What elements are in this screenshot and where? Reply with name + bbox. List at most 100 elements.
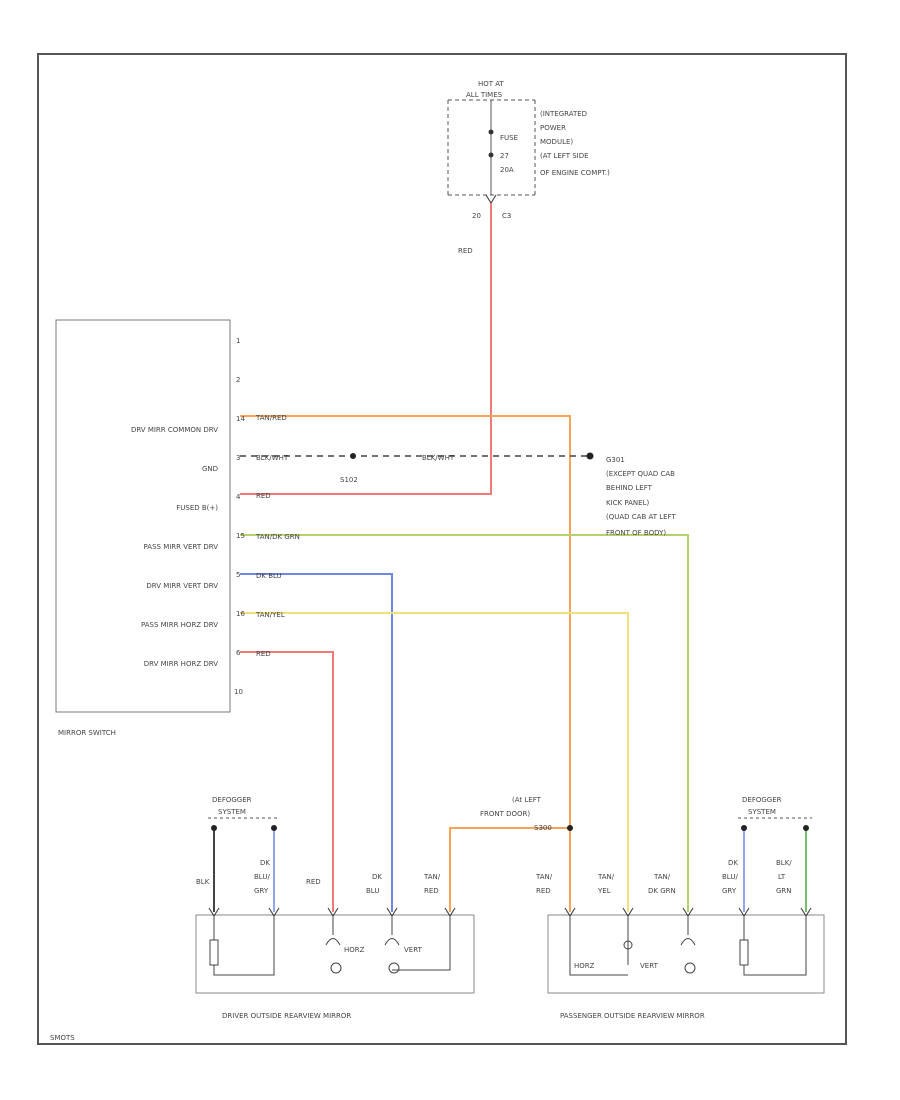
door-splice-name: S300 xyxy=(534,824,552,832)
switch-pin-14: 14 xyxy=(236,415,245,423)
driver-mirror-title: DRIVER OUTSIDE REARVIEW MIRROR xyxy=(222,1012,351,1020)
driver-heater-loop xyxy=(213,916,275,976)
fuse-number: 27 xyxy=(500,152,509,160)
passenger-defogger-label-2: SYSTEM xyxy=(748,808,776,816)
switch-label-gnd: GND xyxy=(202,465,218,473)
switch-wire-red-horz: RED xyxy=(256,650,271,658)
switch-pin-15: 15 xyxy=(236,532,245,540)
passenger-defogger-dot-2 xyxy=(803,825,809,831)
ipm-wire-color: RED xyxy=(458,247,473,255)
ground-labels: S102 BLK/WHT G301 (EXCEPT QUAD CAB BEHIN… xyxy=(340,454,676,537)
switch-wire-tan-red: TAN/RED xyxy=(255,414,287,422)
switch-label-drv-common: DRV MIRR COMMON DRV xyxy=(131,426,218,434)
driver-wire-4b: BLU xyxy=(366,887,379,895)
fuse-name: FUSE xyxy=(500,134,518,142)
switch-pin-10: 10 xyxy=(234,688,243,696)
ground-wire-label-2: BLK/WHT xyxy=(422,454,455,462)
wire-fused-battery xyxy=(240,203,492,495)
passenger-mirror-box xyxy=(547,914,825,994)
wire-pass-mirr-vert xyxy=(240,534,689,912)
passenger-wire-4b: BLU/ xyxy=(722,873,738,881)
driver-defogger-dot-2 xyxy=(271,825,277,831)
passenger-mirror: DEFOGGER SYSTEM TAN/ RED TAN/ YEL TAN/ D… xyxy=(535,796,825,1020)
switch-wire-tan-dkgrn: TAN/DK GRN xyxy=(255,533,300,541)
driver-wire-2c: GRY xyxy=(254,887,269,895)
switch-label-pass-horz: PASS MIRR HORZ DRV xyxy=(141,621,218,629)
passenger-wire-3a: TAN/ xyxy=(653,873,671,881)
switch-label-fused-b: FUSED B(+) xyxy=(176,504,218,512)
passenger-horz-label: HORZ xyxy=(574,962,595,970)
ground-splice-dot xyxy=(350,453,356,459)
ipm-label-4: (AT LEFT SIDE xyxy=(540,152,589,160)
passenger-defogger-label-1: DEFOGGER xyxy=(742,796,782,804)
ground-point-dot xyxy=(586,452,594,460)
ground-label-2: (EXCEPT QUAD CAB xyxy=(606,470,675,478)
passenger-vert-motor-contact xyxy=(680,938,696,946)
mirror-switch: 1 2 14 3 4 15 5 16 6 10 DRV MIRR COMMON … xyxy=(55,319,300,737)
driver-defogger-dot-1 xyxy=(211,825,217,831)
ipm-label-5: OF ENGINE COMPT.) xyxy=(540,169,610,177)
ipm-label-2: POWER xyxy=(540,124,566,132)
hot-at-line2: ALL TIMES xyxy=(466,91,503,99)
driver-horz-motor-contact xyxy=(325,938,341,946)
door-label-1: (At LEFT xyxy=(512,796,542,804)
passenger-wire-1b: RED xyxy=(536,887,551,895)
ground-splice-label: S102 xyxy=(340,476,358,484)
switch-pin-4: 4 xyxy=(236,493,241,501)
ground-label-1: G301 xyxy=(606,456,625,464)
passenger-wire-2b: YEL xyxy=(597,887,611,895)
passenger-wire-1a: TAN/ xyxy=(535,873,553,881)
wire-driver-common-branch xyxy=(449,827,570,912)
hot-at-line1: HOT AT xyxy=(478,80,505,88)
driver-defogger-label-1: DEFOGGER xyxy=(212,796,252,804)
driver-vert-motor-contact xyxy=(384,938,400,946)
switch-wire-blk-wht: BLK/WHT xyxy=(256,454,289,462)
passenger-wire-3b: DK GRN xyxy=(648,887,676,895)
power-source: HOT AT ALL TIMES FUSE 27 20A (INTEGRATED… xyxy=(447,80,610,255)
driver-mirror-box xyxy=(195,914,475,994)
fuse-rating: 20A xyxy=(500,166,514,174)
ground-label-5: (QUAD CAB AT LEFT xyxy=(606,513,676,521)
switch-label-pass-vert: PASS MIRR VERT DRV xyxy=(144,543,219,551)
passenger-wire-5a: BLK/ xyxy=(776,859,792,867)
driver-defogger-label-2: SYSTEM xyxy=(218,808,246,816)
switch-pin-16: 16 xyxy=(236,610,245,618)
ipm-connector-name: C3 xyxy=(502,212,511,220)
passenger-wire-5c: GRN xyxy=(776,887,792,895)
switch-wire-tan-yel: TAN/YEL xyxy=(255,611,285,619)
driver-mirror: DEFOGGER SYSTEM BLK DK BLU/ GRY RED DK B… xyxy=(195,796,475,1020)
wire-drv-mirr-horz xyxy=(240,651,334,912)
ground-label-4: KICK PANEL) xyxy=(606,499,649,507)
ipm-label-3: MODULE) xyxy=(540,138,573,146)
door-splice-dot xyxy=(567,825,573,831)
fuse-terminal-bottom xyxy=(488,152,494,158)
driver-wire-5b: RED xyxy=(424,887,439,895)
passenger-mirror-title: PASSENGER OUTSIDE REARVIEW MIRROR xyxy=(560,1012,705,1020)
driver-wire-2b: BLU/ xyxy=(254,873,270,881)
switch-wire-red-fused: RED xyxy=(256,492,271,500)
wire-drv-mirr-vert xyxy=(240,573,393,912)
driver-heater-element xyxy=(209,916,219,966)
mirror-switch-box xyxy=(55,319,231,713)
switch-wire-dkblu: DK BLU xyxy=(256,572,282,580)
passenger-wire-5b: LT xyxy=(778,873,786,881)
switch-label-drv-horz: DRV MIRR HORZ DRV xyxy=(144,660,218,668)
wire-drv-mirr-common xyxy=(240,415,571,912)
door-label-2: FRONT DOOR) xyxy=(480,810,530,818)
ground-label-6: FRONT OF BODY) xyxy=(606,529,666,537)
wires xyxy=(213,203,807,912)
switch-pin-5: 5 xyxy=(236,571,240,579)
passenger-heater-element xyxy=(739,916,749,966)
passenger-common-bus xyxy=(569,916,628,976)
driver-wire-1: BLK xyxy=(196,878,210,886)
driver-wire-4a: DK xyxy=(372,873,382,881)
corner-code: SMOTS xyxy=(50,1034,75,1042)
passenger-wire-2a: TAN/ xyxy=(597,873,615,881)
passenger-vert-label: VERT xyxy=(640,962,659,970)
switch-pin-6: 6 xyxy=(236,649,241,657)
passenger-vert-motor-icon xyxy=(684,962,696,974)
fuse-terminal-top xyxy=(488,129,494,135)
ipm-connector-pin xyxy=(485,194,497,204)
wire-pass-mirr-horz xyxy=(240,612,629,912)
